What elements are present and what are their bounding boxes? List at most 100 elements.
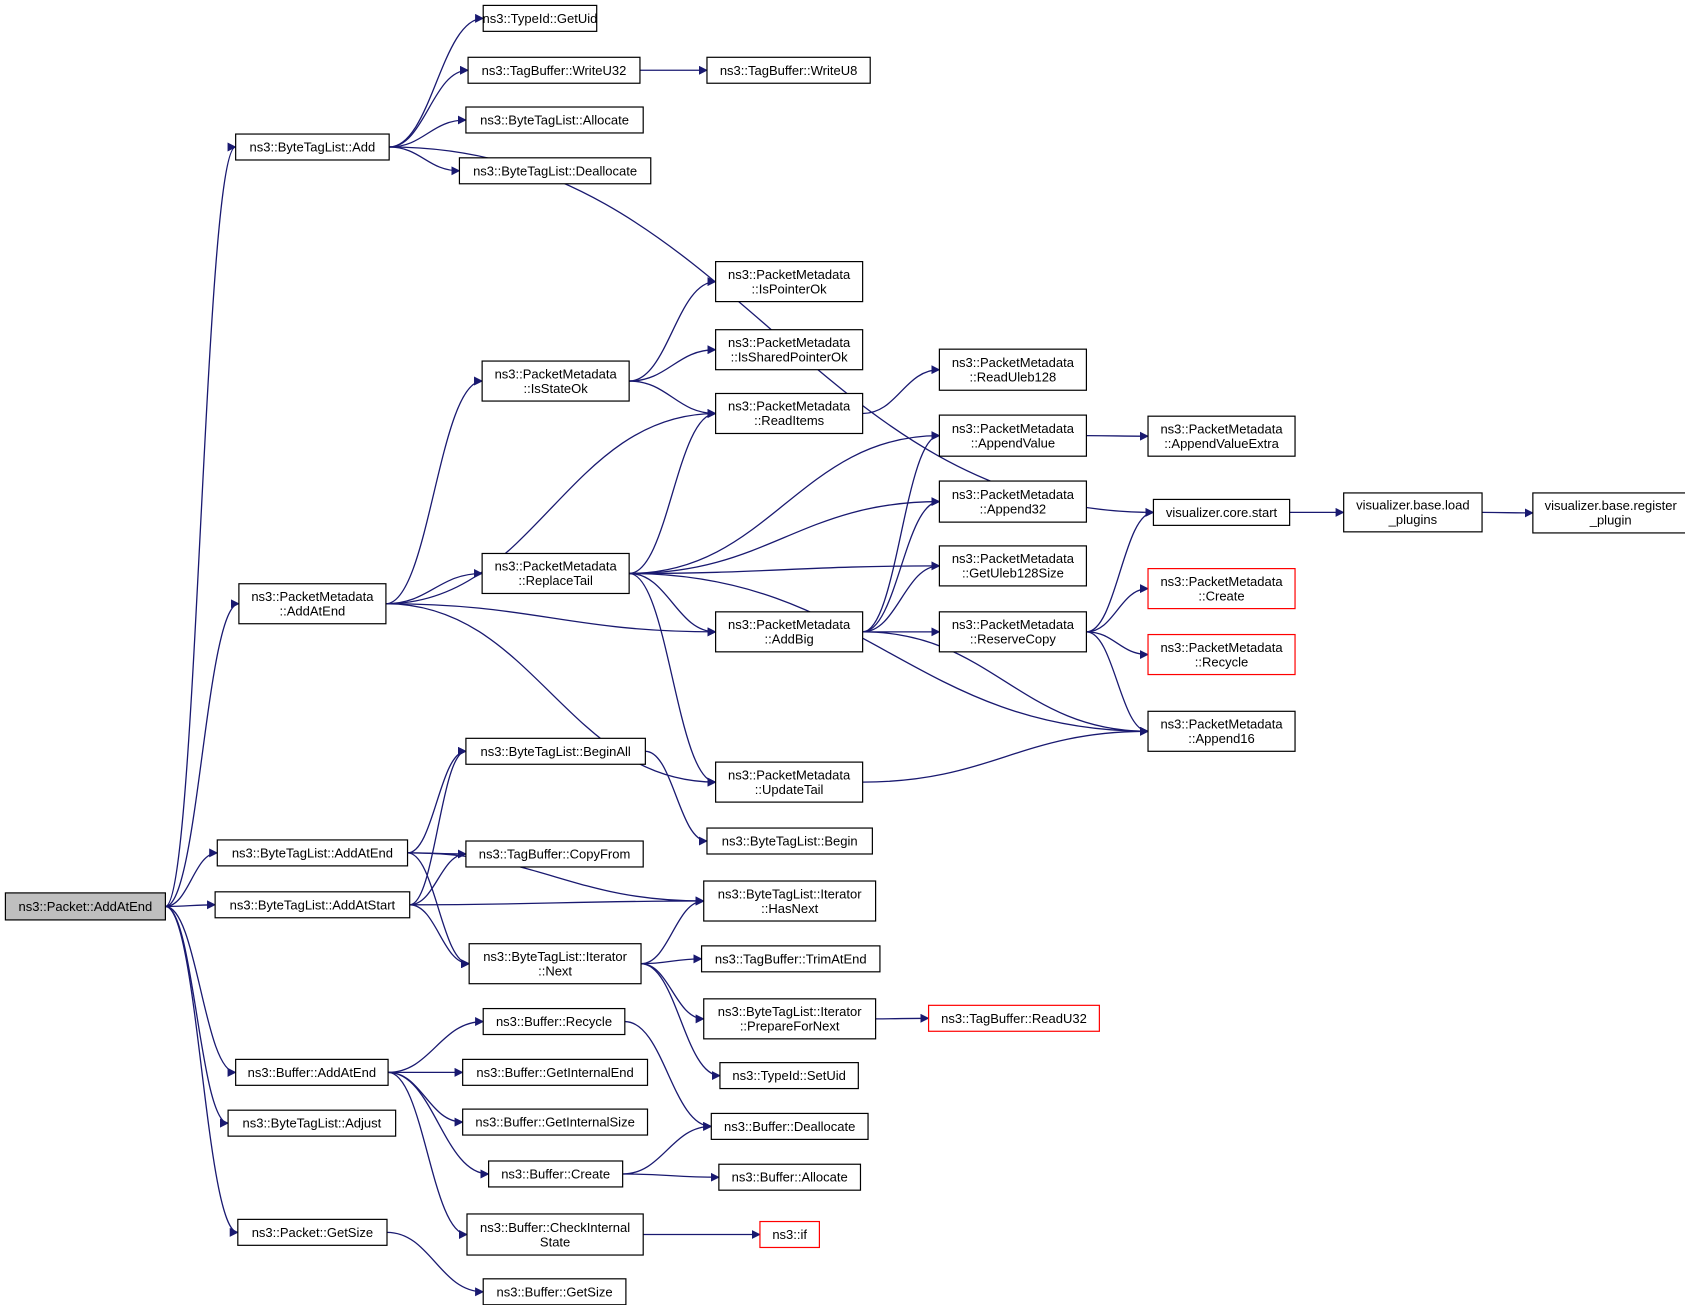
edge-pm-readitems-to-pm-readuleb128: [862, 365, 941, 415]
node-bytetaglist-begin[interactable]: ns3::ByteTagList::Begin: [706, 827, 873, 855]
node-box: [458, 157, 652, 185]
node-buffer-recycle[interactable]: ns3::Buffer::Recycle: [482, 1007, 626, 1036]
node-bytetaglist-beginall[interactable]: ns3::ByteTagList::BeginAll: [465, 737, 646, 765]
node-tagbuffer-trimatend[interactable]: ns3::TagBuffer::TrimAtEnd: [700, 945, 881, 973]
node-label: ::ReplaceTail: [518, 573, 593, 588]
node-label: ns3::ByteTagList::BeginAll: [480, 744, 630, 759]
node-buffer-create[interactable]: ns3::Buffer::Create: [488, 1160, 624, 1188]
node-box: [938, 414, 1088, 457]
node-vis-core-start[interactable]: visualizer.core.start: [1152, 498, 1291, 526]
node-typeid-setuid[interactable]: ns3::TypeId::SetUid: [719, 1062, 859, 1090]
node-packet-getsize[interactable]: ns3::Packet::GetSize: [237, 1218, 388, 1246]
edge-pm-addatend-to-pm-updatetail: [385, 603, 717, 787]
node-vis-base-load[interactable]: visualizer.base.load_plugins: [1343, 492, 1483, 533]
node-label: ns3::ByteTagList::Allocate: [480, 112, 629, 127]
node-tagbuffer-readu32[interactable]: ns3::TagBuffer::ReadU32: [927, 1004, 1100, 1032]
node-label: ns3::if: [772, 1227, 807, 1242]
edge-bytetaglist-add-to-tagbuffer-writeu32: [389, 65, 469, 148]
edge-bytetaglist-addatstart-to-bytetaglist-beginall: [409, 746, 467, 906]
node-bytetaglist-add[interactable]: ns3::ByteTagList::Add: [235, 133, 390, 161]
edge-pm-replacetail-to-pm-append16: [629, 572, 1149, 736]
node-pm-reservecopy[interactable]: ns3::PacketMetadata::ReserveCopy: [938, 611, 1088, 653]
node-btl-iterator-next[interactable]: ns3::ByteTagList::Iterator::Next: [468, 943, 642, 985]
node-pm-addatend[interactable]: ns3::PacketMetadata::AddAtEnd: [238, 583, 387, 625]
node-pm-replacetail[interactable]: ns3::PacketMetadata::ReplaceTail: [481, 552, 630, 595]
node-pm-updatetail[interactable]: ns3::PacketMetadata::UpdateTail: [715, 761, 864, 803]
node-box: [1147, 710, 1296, 752]
node-box: [235, 1058, 389, 1086]
node-label: ns3::PacketMetadata: [251, 589, 374, 604]
edge-pm-addbig-to-pm-appendvalue: [862, 431, 941, 633]
node-label: visualizer.core.start: [1166, 505, 1278, 520]
node-label: ns3::ByteTagList::AddAtStart: [230, 897, 396, 912]
node-pm-readitems[interactable]: ns3::PacketMetadata::ReadItems: [715, 392, 864, 435]
node-packet-addatend[interactable]: ns3::Packet::AddAtEnd: [4, 892, 166, 921]
node-label: ns3::TypeId::GetUid: [483, 11, 598, 26]
node-buffer-getinternalsize[interactable]: ns3::Buffer::GetInternalSize: [462, 1108, 649, 1136]
node-label: ::AppendValue: [971, 435, 1055, 450]
node-bytetaglist-addatstart[interactable]: ns3::ByteTagList::AddAtStart: [214, 891, 411, 919]
node-label: ns3::ByteTagList::Iterator: [718, 1004, 862, 1019]
node-label: ns3::Packet::AddAtEnd: [19, 899, 153, 914]
edge-packet-addatend-to-buffer-addatend: [165, 905, 237, 1077]
edge-pm-isstateok-to-pm-readitems: [629, 380, 717, 418]
edge-btl-iterator-preparefornext-to-tagbuffer-readu32: [875, 1013, 930, 1023]
node-label: ns3::PacketMetadata: [952, 487, 1075, 502]
node-label: ::AppendValueExtra: [1164, 436, 1279, 451]
node-box: [1152, 498, 1291, 526]
node-label: ns3::PacketMetadata: [1160, 574, 1283, 589]
node-pm-appendvalueextra[interactable]: ns3::PacketMetadata::AppendValueExtra: [1147, 415, 1296, 457]
edge-packet-addatend-to-bytetaglist-addatstart: [165, 900, 217, 910]
node-buffer-addatend[interactable]: ns3::Buffer::AddAtEnd: [235, 1058, 389, 1086]
node-label: ns3::PacketMetadata: [728, 399, 851, 414]
node-buffer-allocate[interactable]: ns3::Buffer::Allocate: [718, 1163, 862, 1191]
node-box: [216, 839, 409, 867]
node-bytetaglist-allocate[interactable]: ns3::ByteTagList::Allocate: [465, 106, 644, 134]
node-typeid-getuid[interactable]: ns3::TypeId::GetUid: [483, 4, 598, 32]
node-label: ::Append16: [1188, 731, 1255, 746]
node-label: ::AddAtEnd: [280, 603, 346, 618]
node-pm-readuleb128[interactable]: ns3::PacketMetadata::ReadUleb128: [938, 348, 1088, 391]
node-label: ::UpdateTail: [755, 782, 824, 797]
node-box: [214, 891, 411, 919]
node-box: [715, 611, 864, 653]
node-label: ns3::Buffer::AddAtEnd: [248, 1065, 376, 1080]
node-label: ns3::Buffer::GetSize: [496, 1284, 612, 1299]
node-bytetaglist-deallocate[interactable]: ns3::ByteTagList::Deallocate: [458, 157, 652, 185]
node-buffer-getinternalend[interactable]: ns3::Buffer::GetInternalEnd: [462, 1058, 649, 1086]
node-bytetaglist-adjust[interactable]: ns3::ByteTagList::Adjust: [227, 1109, 397, 1137]
node-pm-append32[interactable]: ns3::PacketMetadata::Append32: [938, 480, 1088, 523]
node-btl-iterator-hasnext[interactable]: ns3::ByteTagList::Iterator::HasNext: [703, 880, 877, 922]
node-btl-iterator-preparefornext[interactable]: ns3::ByteTagList::Iterator::PrepareForNe…: [703, 998, 877, 1040]
edge-pm-reservecopy-to-pm-recycle: [1086, 631, 1149, 660]
edge-bytetaglist-addatend-to-bytetaglist-beginall: [407, 746, 467, 854]
edge-pm-reservecopy-to-vis-core-start: [1086, 507, 1155, 633]
node-buffer-deallocate[interactable]: ns3::Buffer::Deallocate: [710, 1112, 869, 1140]
node-box: [710, 1112, 869, 1140]
node-pm-append16[interactable]: ns3::PacketMetadata::Append16: [1147, 710, 1296, 752]
node-label: ns3::Buffer::Recycle: [496, 1014, 612, 1029]
node-pm-addbig[interactable]: ns3::PacketMetadata::AddBig: [715, 611, 864, 653]
node-tagbuffer-writeu8[interactable]: ns3::TagBuffer::WriteU8: [706, 56, 871, 84]
node-tagbuffer-writeu32[interactable]: ns3::TagBuffer::WriteU32: [467, 56, 641, 84]
node-buffer-getsize[interactable]: ns3::Buffer::GetSize: [482, 1278, 627, 1305]
node-label: ns3::Packet::GetSize: [252, 1225, 373, 1240]
node-pm-issharedpointerok[interactable]: ns3::PacketMetadata::IsSharedPointerOk: [715, 329, 864, 371]
node-box: [706, 827, 873, 855]
node-tagbuffer-copyfrom[interactable]: ns3::TagBuffer::CopyFrom: [465, 840, 644, 868]
node-label: ::IsPointerOk: [752, 281, 828, 296]
edge-pm-addbig-to-pm-append16: [862, 631, 1149, 736]
node-pm-ispointerok[interactable]: ns3::PacketMetadata::IsPointerOk: [715, 261, 864, 303]
edge-packet-addatend-to-bytetaglist-add: [164, 142, 237, 908]
node-bytetaglist-addatend[interactable]: ns3::ByteTagList::AddAtEnd: [216, 839, 409, 867]
node-pm-getuleb128size[interactable]: ns3::PacketMetadata::GetUleb128Size: [938, 545, 1088, 587]
node-pm-isstateok[interactable]: ns3::PacketMetadata::IsStateOk: [481, 360, 630, 402]
node-ns3-if[interactable]: ns3::if: [759, 1220, 820, 1249]
node-vis-base-register[interactable]: visualizer.base.register_plugin: [1532, 492, 1685, 534]
node-label: ns3::PacketMetadata: [728, 617, 851, 632]
node-pm-appendvalue[interactable]: ns3::PacketMetadata::AppendValue: [938, 414, 1088, 457]
node-pm-create[interactable]: ns3::PacketMetadata::Create: [1147, 568, 1296, 610]
node-pm-recycle[interactable]: ns3::PacketMetadata::Recycle: [1147, 633, 1296, 676]
node-label: ::GetUleb128Size: [962, 566, 1064, 581]
